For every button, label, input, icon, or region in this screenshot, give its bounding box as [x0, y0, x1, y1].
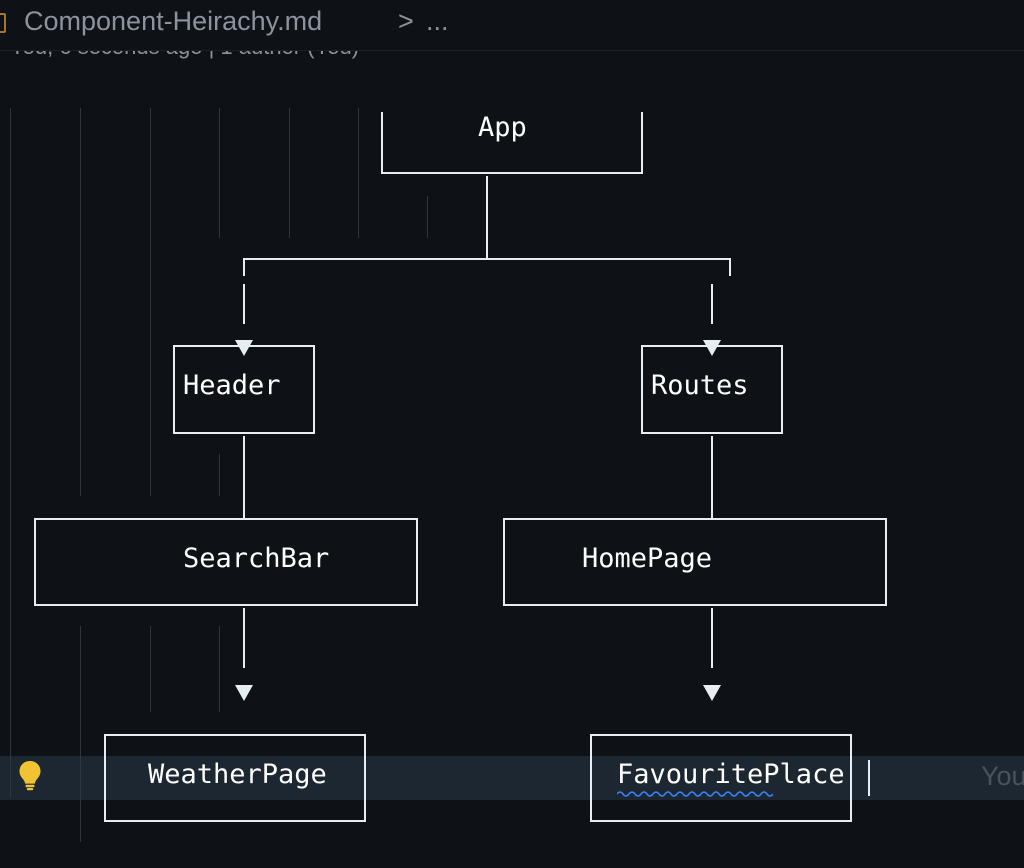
- node-label-weatherpage: WeatherPage: [148, 759, 327, 790]
- spelling-squiggle[interactable]: [617, 790, 773, 798]
- node-label-homepage: HomePage: [582, 543, 713, 574]
- box-edge: [173, 432, 315, 434]
- box-edge: [104, 734, 366, 736]
- node-label-searchbar: SearchBar: [183, 543, 330, 574]
- connector-line: [243, 258, 245, 276]
- node-label-favouriteplace: FavouritePlace: [617, 759, 845, 790]
- box-edge: [34, 604, 418, 606]
- indent-guide: [219, 454, 220, 496]
- arrow-down-icon: [235, 340, 253, 356]
- box-edge: [381, 112, 383, 174]
- breadcrumb-file-name[interactable]: Component-Heirachy.md: [24, 6, 323, 36]
- box-edge: [590, 734, 592, 822]
- box-edge: [503, 518, 505, 606]
- box-edge: [503, 604, 887, 606]
- node-label-app: App: [478, 112, 527, 143]
- box-edge: [885, 518, 887, 606]
- connector-line: [243, 608, 245, 668]
- inline-blame[interactable]: You: [981, 761, 1024, 791]
- connector-line: [711, 284, 713, 324]
- box-edge: [781, 345, 783, 434]
- box-edge: [173, 345, 175, 434]
- indent-guide: [289, 108, 290, 238]
- connector-line: [243, 258, 731, 260]
- connector-line: [711, 608, 713, 668]
- box-edge: [641, 345, 643, 434]
- box-edge: [850, 734, 852, 822]
- box-edge: [590, 734, 852, 736]
- node-label-routes: Routes: [651, 370, 749, 401]
- breadcrumb-separator: >: [398, 6, 414, 36]
- lightbulb-icon[interactable]: [17, 759, 43, 791]
- breadcrumb-more[interactable]: ...: [426, 6, 449, 36]
- indent-guide: [358, 108, 359, 238]
- box-edge: [641, 432, 783, 434]
- indent-guide: [80, 108, 81, 496]
- box-edge: [104, 820, 366, 822]
- connector-line: [243, 436, 245, 518]
- text-cursor: [868, 760, 870, 796]
- indent-guide: [150, 108, 151, 496]
- node-label-header: Header: [183, 370, 281, 401]
- box-edge: [381, 172, 643, 174]
- box-edge: [503, 518, 887, 520]
- arrow-down-icon: [235, 685, 253, 701]
- indent-guide: [80, 626, 81, 842]
- box-edge: [313, 345, 315, 434]
- connector-line: [243, 284, 245, 324]
- current-line-highlight: [0, 756, 1024, 800]
- connector-line: [711, 436, 713, 518]
- box-edge: [104, 734, 106, 822]
- box-edge: [590, 820, 852, 822]
- box-edge: [34, 518, 36, 606]
- indent-guide: [219, 626, 220, 712]
- arrow-down-icon: [703, 685, 721, 701]
- indent-guide: [427, 196, 428, 238]
- box-edge: [641, 112, 643, 174]
- indent-guide: [150, 626, 151, 712]
- box-edge: [34, 518, 418, 520]
- box-edge: [416, 518, 418, 606]
- markdown-file-icon: [0, 13, 6, 33]
- breadcrumb: Component-Heirachy.md > ...: [0, 0, 1024, 51]
- indent-guide: [219, 108, 220, 238]
- connector-line: [486, 176, 488, 258]
- connector-line: [729, 258, 731, 276]
- indent-guide: [10, 108, 11, 798]
- arrow-down-icon: [703, 340, 721, 356]
- box-edge: [364, 734, 366, 822]
